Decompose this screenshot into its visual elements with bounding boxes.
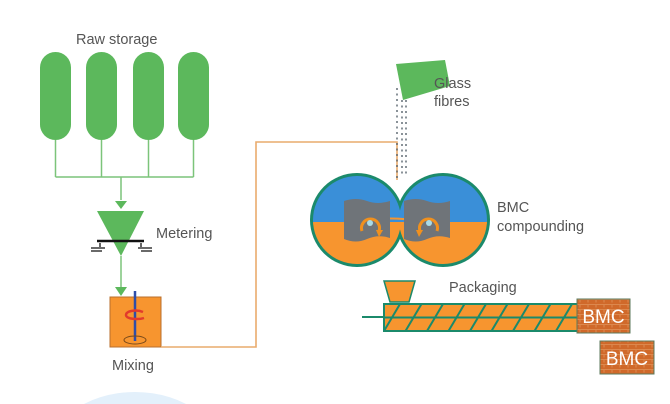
- screw-flight: [426, 305, 444, 330]
- raw-storage-label: Raw storage: [76, 32, 157, 48]
- storage-tank: [133, 52, 164, 140]
- screw-flight: [555, 305, 573, 330]
- screw-flight: [490, 305, 509, 330]
- bmc-block-label: BMC: [606, 349, 648, 370]
- bmc-compounding-label-line2: compounding: [497, 219, 584, 235]
- screw-flight: [404, 305, 423, 330]
- screw-flight: [469, 305, 487, 330]
- mixer-agitator-icon: [123, 291, 147, 345]
- kneader-blade-left: [344, 199, 390, 242]
- arrow-down-icon: [115, 287, 127, 296]
- glass-fibre-stream: [396, 88, 407, 178]
- screw-flight: [447, 305, 466, 330]
- storage-tank: [86, 52, 117, 140]
- raw-storage-tanks: [40, 52, 209, 140]
- packaging-label: Packaging: [449, 280, 517, 296]
- metering-label: Metering: [156, 226, 212, 242]
- bmc-block: BMC: [576, 298, 631, 334]
- bmc-block: BMC: [599, 340, 655, 375]
- background-arc: [83, 392, 187, 404]
- glass-fibres-label-line1: Glass: [434, 76, 471, 92]
- screw-flight: [385, 305, 401, 330]
- kneader-blade-right: [404, 199, 450, 242]
- compounding-kneader: [310, 173, 490, 267]
- metering-scale-icon: [91, 239, 152, 252]
- screw-flight: [512, 305, 530, 330]
- metering-hopper: [97, 211, 144, 256]
- arrow-down-icon: [115, 201, 127, 209]
- storage-manifold: [54, 140, 195, 200]
- glass-fibres-label-line2: fibres: [434, 94, 469, 110]
- storage-tank: [40, 52, 71, 140]
- screw-flight: [533, 305, 552, 330]
- glass-fibre-hopper: [396, 60, 450, 100]
- extruder-barrel: [383, 303, 579, 332]
- packaging-hopper: [383, 280, 416, 303]
- mixing-label: Mixing: [112, 358, 154, 374]
- storage-tank: [178, 52, 209, 140]
- bmc-block-label: BMC: [582, 307, 624, 328]
- bmc-compounding-label-line1: BMC: [497, 200, 529, 216]
